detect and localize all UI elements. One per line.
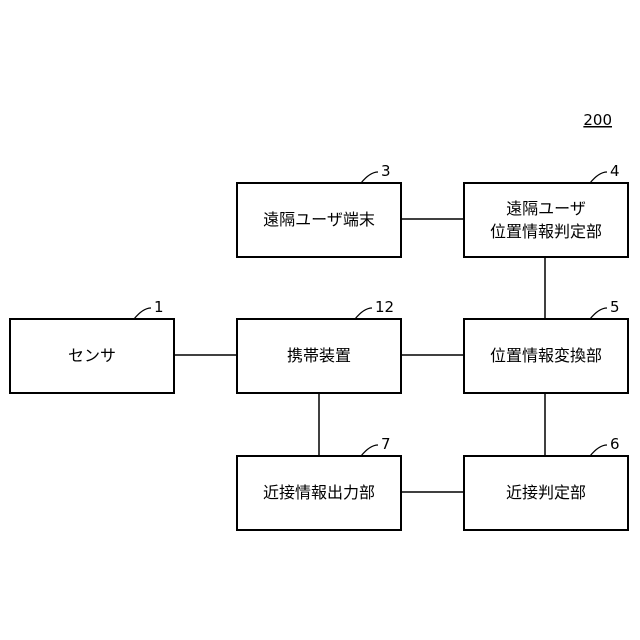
block-proximity-judge-label: 近接判定部 [506, 483, 586, 502]
block-sensor: センサ 1 [10, 298, 174, 393]
block-position-converter-label: 位置情報変換部 [490, 346, 602, 365]
block-remote-position-judge-label-line2: 位置情報判定部 [490, 222, 602, 241]
block-mobile-device: 携帯装置 12 [237, 298, 401, 393]
block-remote-position-judge-box [464, 183, 628, 257]
block-remote-position-judge: 遠隔ユーザ 位置情報判定部 4 [464, 162, 628, 257]
ref-leader-3 [361, 172, 378, 183]
block-proximity-output-label: 近接情報出力部 [263, 483, 375, 502]
ref-number-3: 3 [381, 162, 391, 180]
ref-leader-1 [134, 308, 151, 319]
block-remote-terminal-label: 遠隔ユーザ端末 [263, 210, 375, 229]
block-mobile-device-label: 携帯装置 [287, 346, 351, 365]
ref-number-7: 7 [381, 435, 391, 453]
block-sensor-label: センサ [68, 346, 116, 365]
ref-leader-12 [355, 308, 372, 319]
figure-number: 200 [583, 111, 612, 129]
ref-leader-4 [590, 172, 607, 183]
ref-number-4: 4 [610, 162, 620, 180]
ref-number-1: 1 [154, 298, 164, 316]
block-proximity-judge: 近接判定部 6 [464, 435, 628, 530]
ref-number-6: 6 [610, 435, 620, 453]
ref-leader-5 [590, 308, 607, 319]
ref-leader-7 [361, 445, 378, 456]
ref-number-5: 5 [610, 298, 620, 316]
block-remote-terminal: 遠隔ユーザ端末 3 [237, 162, 401, 257]
block-remote-position-judge-label-line1: 遠隔ユーザ [506, 199, 586, 218]
ref-number-12: 12 [375, 298, 394, 316]
block-position-converter: 位置情報変換部 5 [464, 298, 628, 393]
ref-leader-6 [590, 445, 607, 456]
